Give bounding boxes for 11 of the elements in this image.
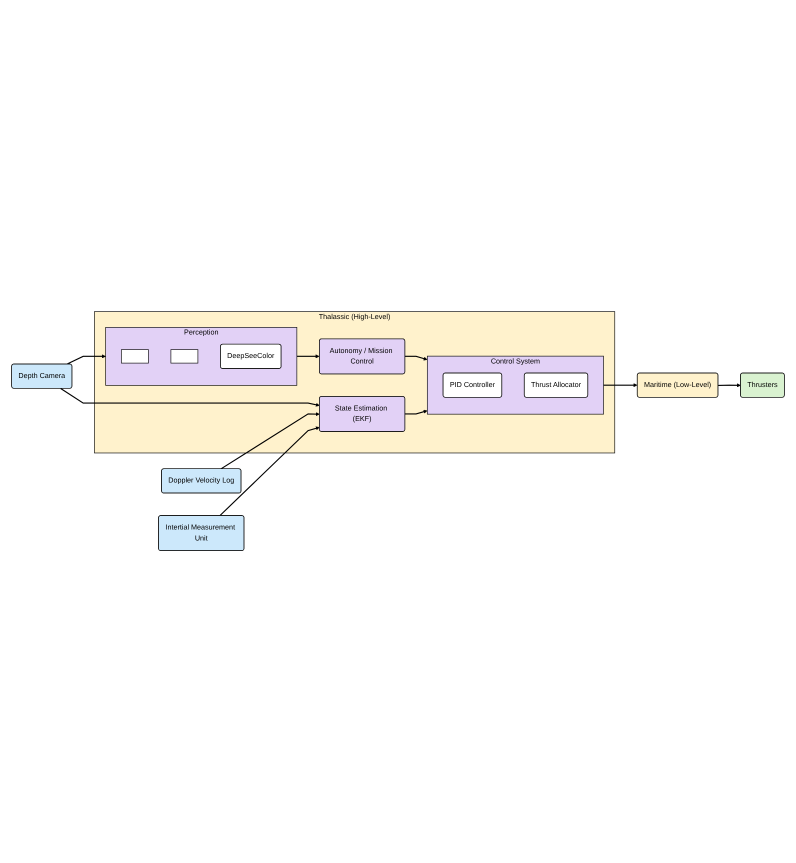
arrow [219,426,320,517]
arrow [60,388,320,408]
arrow [220,412,320,470]
arrow [404,410,428,415]
arrow [604,384,638,388]
node-box [121,350,149,364]
arrow [718,384,741,388]
arrow [296,354,320,359]
node-box [170,350,198,364]
arrow [404,356,428,361]
arrow [66,354,106,365]
